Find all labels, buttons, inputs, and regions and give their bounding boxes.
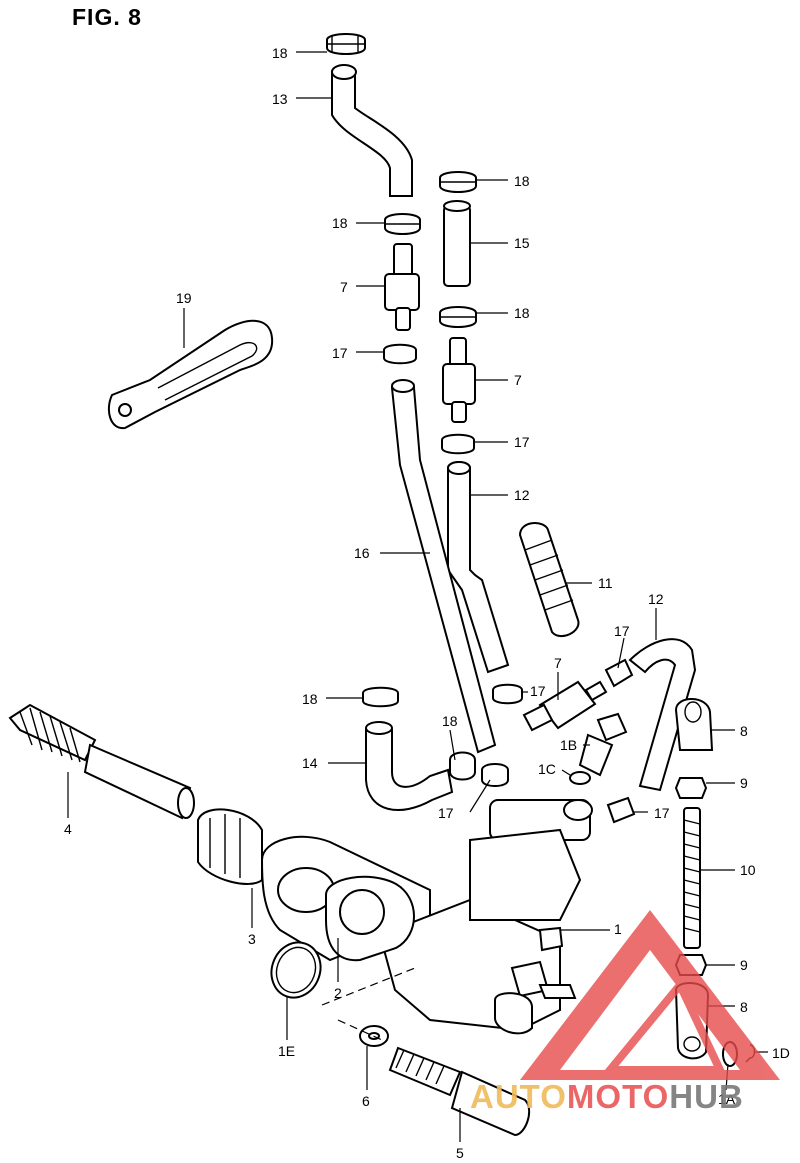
- watermark-auto: AUTO: [470, 1078, 567, 1115]
- callout-7: 7: [514, 372, 522, 388]
- callout-17: 17: [438, 805, 454, 821]
- callout-3: 3: [248, 931, 256, 947]
- watermark-moto: MOTO: [566, 1078, 670, 1115]
- callout-17: 17: [514, 434, 530, 450]
- part-18-clamp-left: [384, 213, 421, 235]
- part-10-stud: [683, 807, 701, 949]
- callout-8: 8: [740, 723, 748, 739]
- part-2-gasket: [325, 875, 415, 962]
- part-18-clamp-right: [439, 171, 477, 193]
- part-17-clamp-small: [481, 763, 509, 787]
- callout-18: 18: [332, 215, 348, 231]
- callout-1D: 1D: [772, 1045, 790, 1061]
- part-1-pump-body: [260, 799, 593, 1035]
- part-7-joint-upper: [384, 243, 420, 331]
- callout-9: 9: [740, 957, 748, 973]
- part-18-clamp-top: [326, 33, 366, 55]
- part-5-shaft: [388, 1046, 531, 1137]
- part-15-hose: [443, 200, 471, 287]
- callout-1E: 1E: [278, 1043, 295, 1059]
- part-8-banjo-top: [674, 698, 714, 751]
- watermark-logo: [520, 910, 780, 1080]
- callout-4: 4: [64, 821, 72, 837]
- part-18-clamp-small: [449, 751, 476, 781]
- callout-7: 7: [340, 279, 348, 295]
- callout-1A: 1A: [718, 1091, 736, 1107]
- callout-17: 17: [530, 683, 546, 699]
- callout-8: 8: [740, 999, 748, 1015]
- callout-12: 12: [514, 487, 530, 503]
- part-9-nut-top: [674, 777, 708, 799]
- part-13-hose: [331, 64, 413, 197]
- callout-13: 13: [272, 91, 288, 107]
- callout-14: 14: [302, 755, 318, 771]
- part-18-clamp-mid: [439, 306, 477, 328]
- callout-2: 2: [334, 985, 342, 1001]
- watermark-text: AUTOMOTOHUB: [470, 1078, 744, 1116]
- callout-18: 18: [514, 305, 530, 321]
- callout-12: 12: [648, 591, 664, 607]
- assembly-dashed-guide: [321, 967, 416, 1041]
- callout-15: 15: [514, 235, 530, 251]
- callout-18: 18: [302, 691, 318, 707]
- part-4-gear-shaft: [8, 703, 195, 820]
- callout-10: 10: [740, 862, 756, 878]
- part-1E-o-ring: [270, 941, 322, 999]
- part-12-hose: [447, 461, 510, 674]
- part-14-hose: [365, 721, 454, 812]
- part-7-joint-mid: [522, 680, 608, 732]
- part-3-seal: [197, 808, 263, 885]
- part-19-bracket: [107, 319, 274, 430]
- callout-17: 17: [614, 623, 630, 639]
- callout-labels: 18 13 18 18 15 7 18 17 7 19 17 12 16 11 …: [64, 45, 790, 1161]
- callout-11: 11: [598, 575, 613, 591]
- part-1C-washer: [569, 771, 591, 785]
- part-18-clamp-lower: [362, 686, 399, 708]
- part-11-protector: [518, 522, 580, 638]
- callout-1C: 1C: [538, 761, 556, 777]
- callout-1B: 1B: [560, 737, 577, 753]
- callout-1: 1: [614, 921, 622, 937]
- callout-9: 9: [740, 775, 748, 791]
- callout-6: 6: [362, 1093, 370, 1109]
- callout-17: 17: [332, 345, 348, 361]
- part-17-clamp-right: [441, 433, 475, 455]
- watermark-hub: HUB: [669, 1078, 744, 1115]
- callout-17: 17: [654, 805, 670, 821]
- callout-7: 7: [554, 655, 562, 671]
- part-17-clamp-left: [383, 343, 417, 365]
- callout-18: 18: [272, 45, 288, 61]
- callout-16: 16: [354, 545, 370, 561]
- part-7-joint-lower: [442, 337, 476, 423]
- callout-5: 5: [456, 1145, 464, 1161]
- callout-18: 18: [442, 713, 458, 729]
- part-17-clamp-mid: [492, 683, 523, 705]
- callout-19: 19: [176, 290, 192, 306]
- part-16-hose: [390, 379, 497, 754]
- figure-title: FIG. 8: [72, 4, 142, 30]
- callout-18: 18: [514, 173, 530, 189]
- part-17-clamp-lower: [606, 796, 636, 824]
